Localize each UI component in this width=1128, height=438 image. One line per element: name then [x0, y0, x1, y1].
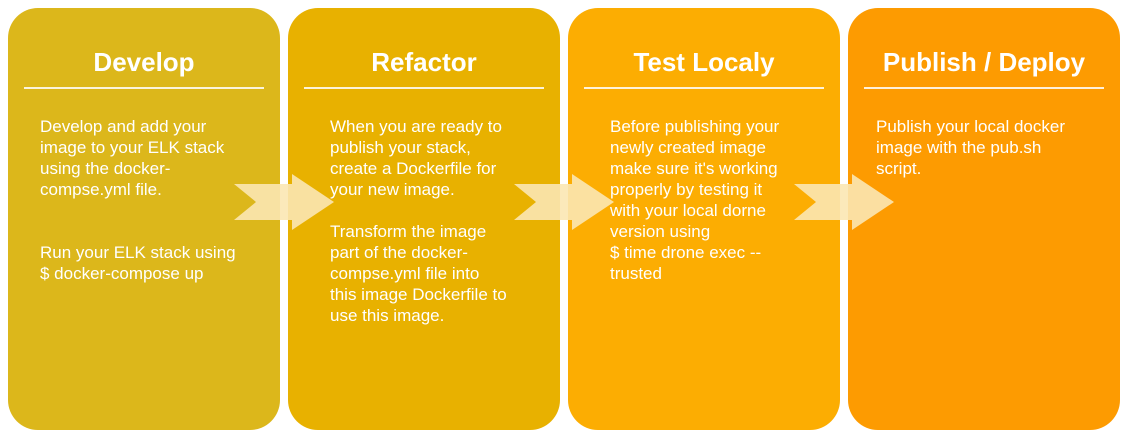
stage-description: Before publishing your newly created ima… — [610, 116, 779, 284]
description-line: use this image. — [330, 306, 445, 325]
description-line: $ docker-compose up — [40, 264, 204, 283]
stage-description: Publish your local docker image with the… — [876, 116, 1065, 179]
stage-card-publish: Publish / Deploy Publish your local dock… — [848, 8, 1120, 430]
stage-card-refactor: Refactor When you are ready to publish y… — [288, 8, 560, 430]
stage-title: Test Localy — [633, 47, 775, 77]
description-line: compse.yml file into — [330, 264, 480, 283]
description-line: your new image. — [330, 180, 455, 199]
stage-description: When you are ready to publish your stack… — [330, 116, 507, 326]
chevron-arrow-icon — [794, 174, 894, 230]
description-line: trusted — [610, 264, 662, 283]
description-line: publish your stack, — [330, 138, 471, 157]
description-line: make sure it's working — [610, 159, 778, 178]
description-line: Publish your local docker — [876, 117, 1065, 136]
stage-description: Develop and add your image to your ELK s… — [40, 116, 236, 284]
stage-card-develop: Develop Develop and add your image to yo… — [8, 8, 280, 430]
chevron-arrow-icon — [514, 174, 614, 230]
description-line: Develop and add your — [40, 117, 207, 136]
description-line: part of the docker- — [330, 243, 468, 262]
description-line: $ time drone exec -- — [610, 243, 762, 262]
stage-title: Refactor — [371, 47, 477, 77]
stage-title: Develop — [93, 47, 195, 77]
title-divider — [864, 87, 1104, 89]
description-line: with your local dorne — [610, 201, 766, 220]
title-divider — [584, 87, 824, 89]
chevron-arrow-icon — [234, 174, 334, 230]
description-line: using the docker- — [40, 159, 171, 178]
description-line: newly created image — [610, 138, 766, 157]
description-line: create a Dockerfile for — [330, 159, 497, 178]
description-line: version using — [610, 222, 711, 241]
stage-card-test: Test Localy Before publishing your newly… — [568, 8, 840, 430]
description-line: properly by testing it — [610, 180, 763, 199]
description-line: image with the pub.sh — [876, 138, 1042, 157]
description-line: Before publishing your — [610, 117, 780, 136]
title-divider — [24, 87, 264, 89]
description-line: Transform the image — [330, 222, 487, 241]
description-line: image to your ELK stack — [40, 138, 225, 157]
description-line: script. — [876, 159, 922, 178]
description-line: compse.yml file. — [40, 180, 162, 199]
title-divider — [304, 87, 544, 89]
description-line: Run your ELK stack using — [40, 243, 236, 262]
description-line: When you are ready to — [330, 117, 502, 136]
stage-title: Publish / Deploy — [882, 47, 1086, 77]
description-line: this image Dockerfile to — [330, 285, 507, 304]
